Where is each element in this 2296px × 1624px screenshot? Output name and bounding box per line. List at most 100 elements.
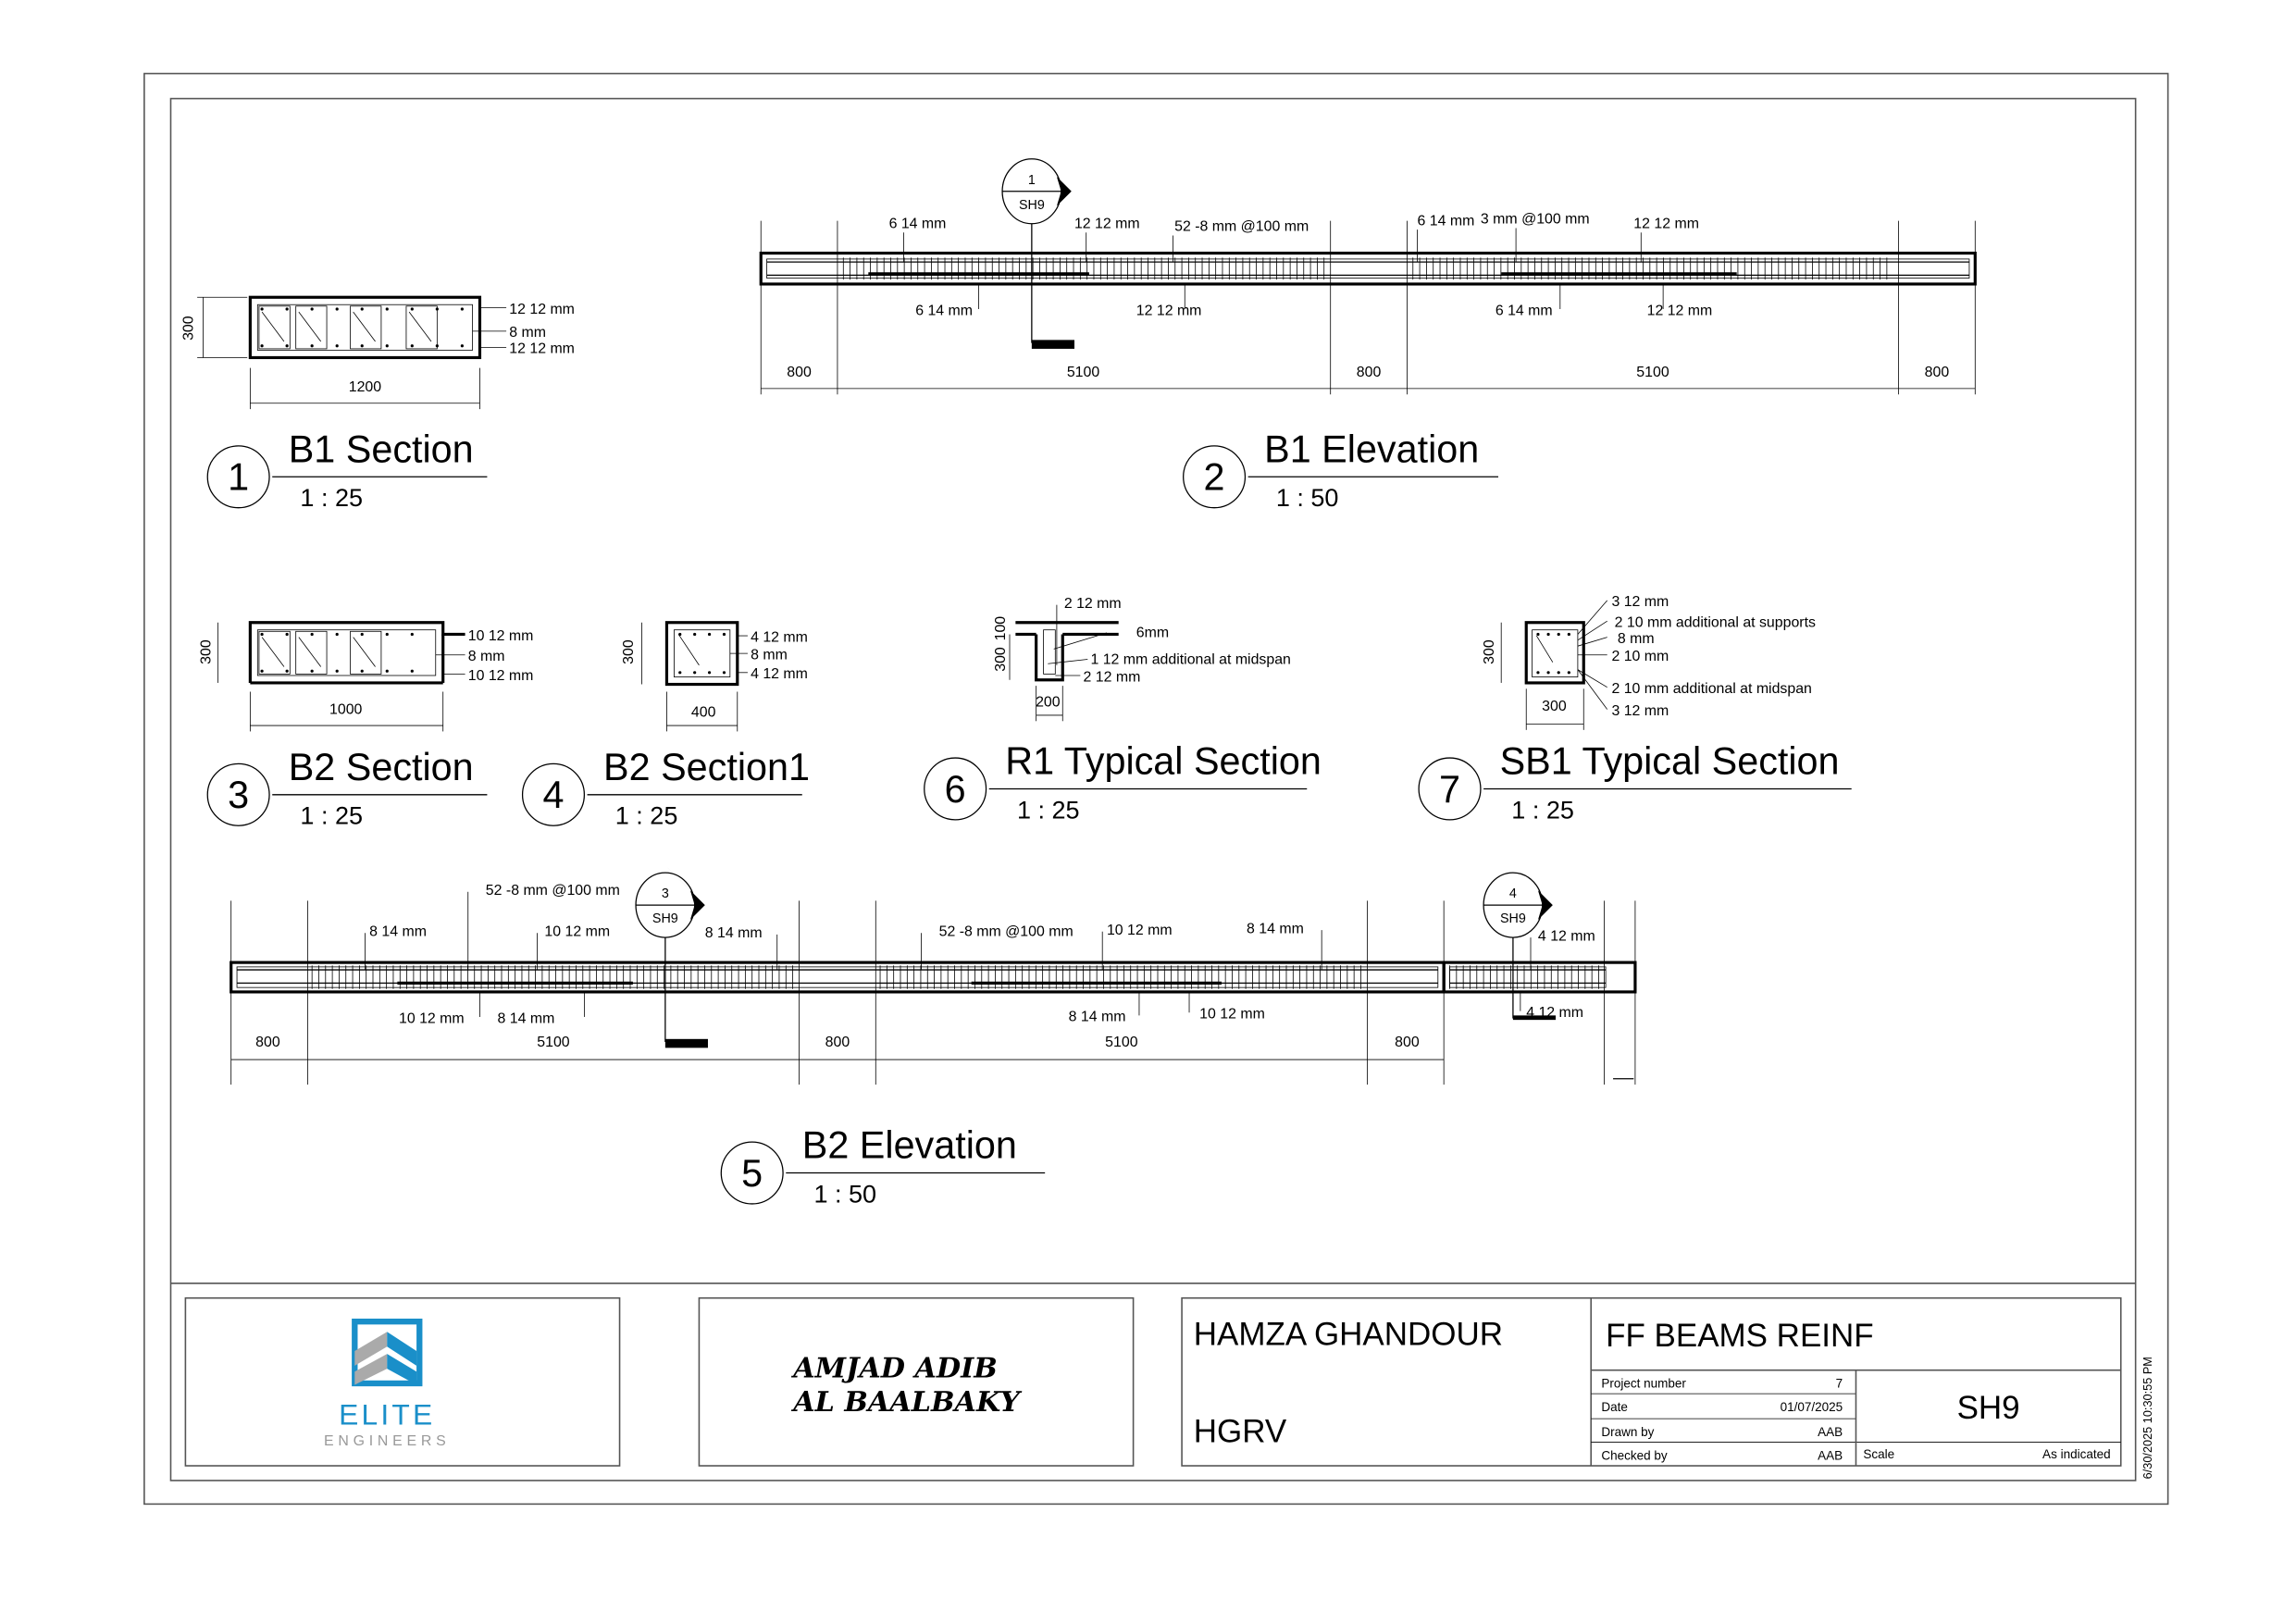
section-marker-sheet: SH9: [1019, 198, 1045, 213]
dimension: 300: [621, 639, 637, 664]
view-number: 5: [741, 1152, 763, 1195]
view-title: B1 Elevation: [1264, 428, 1479, 470]
view-scale: 1 : 25: [615, 802, 678, 830]
dimension: 800: [255, 1035, 280, 1050]
view-title: B2 Elevation: [802, 1124, 1017, 1167]
scale-value: As indicated: [2042, 1447, 2111, 1461]
info-box: [1181, 1296, 2122, 1467]
print-timestamp: 6/30/2025 10:30:55 PM: [2141, 1357, 2154, 1479]
outer-border: [143, 72, 2169, 1506]
logo-text: ELITE: [339, 1397, 435, 1431]
field-value: AAB: [1818, 1425, 1843, 1439]
dimension: 5100: [1105, 1035, 1138, 1050]
section-marker-number: 3: [662, 886, 669, 901]
view-number-circle: [206, 445, 270, 509]
rebar-label: 12 12 mm: [1136, 303, 1202, 318]
rebar-label: 8 mm: [468, 649, 505, 664]
rebar-label: 2 12 mm: [1064, 596, 1122, 612]
rebar-label: 10 12 mm: [1107, 923, 1173, 938]
section-arrow-icon: [1031, 151, 1072, 231]
dimension: 1200: [349, 379, 382, 395]
view-title: R1 Typical Section: [1005, 740, 1322, 783]
inner-border: [169, 97, 2137, 1481]
rebar-label: 8 14 mm: [1069, 1010, 1126, 1025]
field-label: Project number: [1601, 1377, 1686, 1391]
view-number: 4: [542, 774, 564, 816]
view-number-circle: [521, 762, 586, 826]
rebar-label: 12 12 mm: [1647, 303, 1713, 318]
section-marker-sheet: SH9: [1500, 911, 1526, 926]
section-marker-number: 4: [1509, 886, 1517, 901]
dimension: 100: [993, 616, 1009, 641]
rebar-label: 8 mm: [1618, 631, 1655, 647]
rebar-label: 2 12 mm: [1084, 669, 1141, 685]
project-code: HGRV: [1194, 1414, 1287, 1450]
view-number: 1: [228, 456, 249, 499]
dimension: 400: [691, 705, 716, 721]
rebar-label: 3 12 mm: [1611, 594, 1669, 610]
view-title: B2 Section: [289, 746, 474, 788]
rebar-label: 12 12 mm: [1633, 217, 1699, 232]
scale-label: Scale: [1863, 1447, 1894, 1461]
dimension: 5100: [1067, 365, 1100, 380]
view-number-circle: [720, 1141, 784, 1205]
view-scale: 1 : 25: [300, 484, 363, 512]
field-label: Drawn by: [1601, 1425, 1654, 1439]
dimension: 5100: [537, 1035, 570, 1050]
rebar-label: 8 14 mm: [369, 924, 427, 939]
rebar-label: 52 -8 mm @100 mm: [486, 883, 620, 899]
view-number-circle: [206, 762, 270, 826]
rebar-label: 8 mm: [509, 325, 546, 341]
view-scale: 1 : 25: [1511, 796, 1574, 824]
view-scale: 1 : 50: [813, 1180, 876, 1208]
view-number-circle: [1418, 757, 1482, 821]
field-value: 7: [1836, 1377, 1843, 1391]
dimension: 800: [1395, 1035, 1420, 1050]
field-label: Date: [1601, 1400, 1628, 1414]
rebar-label: 52 -8 mm @100 mm: [1174, 219, 1309, 235]
rebar-label: 8 14 mm: [498, 1010, 555, 1026]
rebar-label: 6 14 mm: [1496, 303, 1553, 318]
dimension: 800: [1925, 365, 1950, 380]
dimension: 1000: [329, 701, 363, 717]
dimension: 300: [180, 316, 196, 341]
rebar-label: 10 12 mm: [468, 628, 534, 644]
rebar-label: 10 12 mm: [544, 924, 610, 939]
rebar-label: 8 mm: [751, 647, 788, 663]
rebar-label: 2 10 mm additional at midspan: [1611, 681, 1811, 697]
dimension: 300: [993, 647, 1009, 672]
client-name: HAMZA GHANDOUR: [1194, 1317, 1503, 1353]
rebar-label: 1 12 mm additional at midspan: [1090, 651, 1290, 667]
rebar-label: 8 14 mm: [705, 925, 763, 941]
view-number: 3: [228, 774, 249, 816]
field-value: AAB: [1818, 1449, 1843, 1463]
field-label: Checked by: [1601, 1449, 1668, 1463]
dimension: 300: [1482, 639, 1497, 664]
signature-line-1: AMJAD ADIB: [790, 1353, 998, 1385]
rebar-label: 12 12 mm: [509, 302, 575, 317]
rebar-label: 2 10 mm: [1611, 649, 1669, 664]
rebar-label: 4 12 mm: [1538, 928, 1595, 944]
view-scale: 1 : 25: [300, 802, 363, 830]
rebar-label: 4 12 mm: [751, 666, 808, 682]
rebar-label: 3 mm @100 mm: [1481, 212, 1590, 228]
section-marker-number: 1: [1028, 173, 1036, 188]
rebar-label: 6mm: [1136, 626, 1169, 641]
rebar-label: 2 10 mm additional at supports: [1615, 615, 1816, 631]
sheet-title: FF BEAMS REINF: [1606, 1318, 1873, 1354]
view-title: B2 Section1: [603, 746, 810, 788]
dimension: 200: [1036, 694, 1061, 710]
view-number: 2: [1204, 456, 1225, 499]
rebar-label: 6 14 mm: [1418, 213, 1475, 229]
sheet-number: SH9: [1957, 1390, 2020, 1426]
view-number: 7: [1439, 768, 1460, 811]
rebar-label: 10 12 mm: [399, 1010, 465, 1026]
rebar-label: 3 12 mm: [1611, 703, 1669, 719]
view-number-circle: [924, 757, 987, 821]
dimension: 800: [1357, 365, 1382, 380]
section-arrow-icon: [664, 865, 705, 946]
rebar-label: 12 12 mm: [509, 341, 575, 357]
view-scale: 1 : 50: [1276, 484, 1339, 512]
view-title: SB1 Typical Section: [1500, 740, 1840, 783]
